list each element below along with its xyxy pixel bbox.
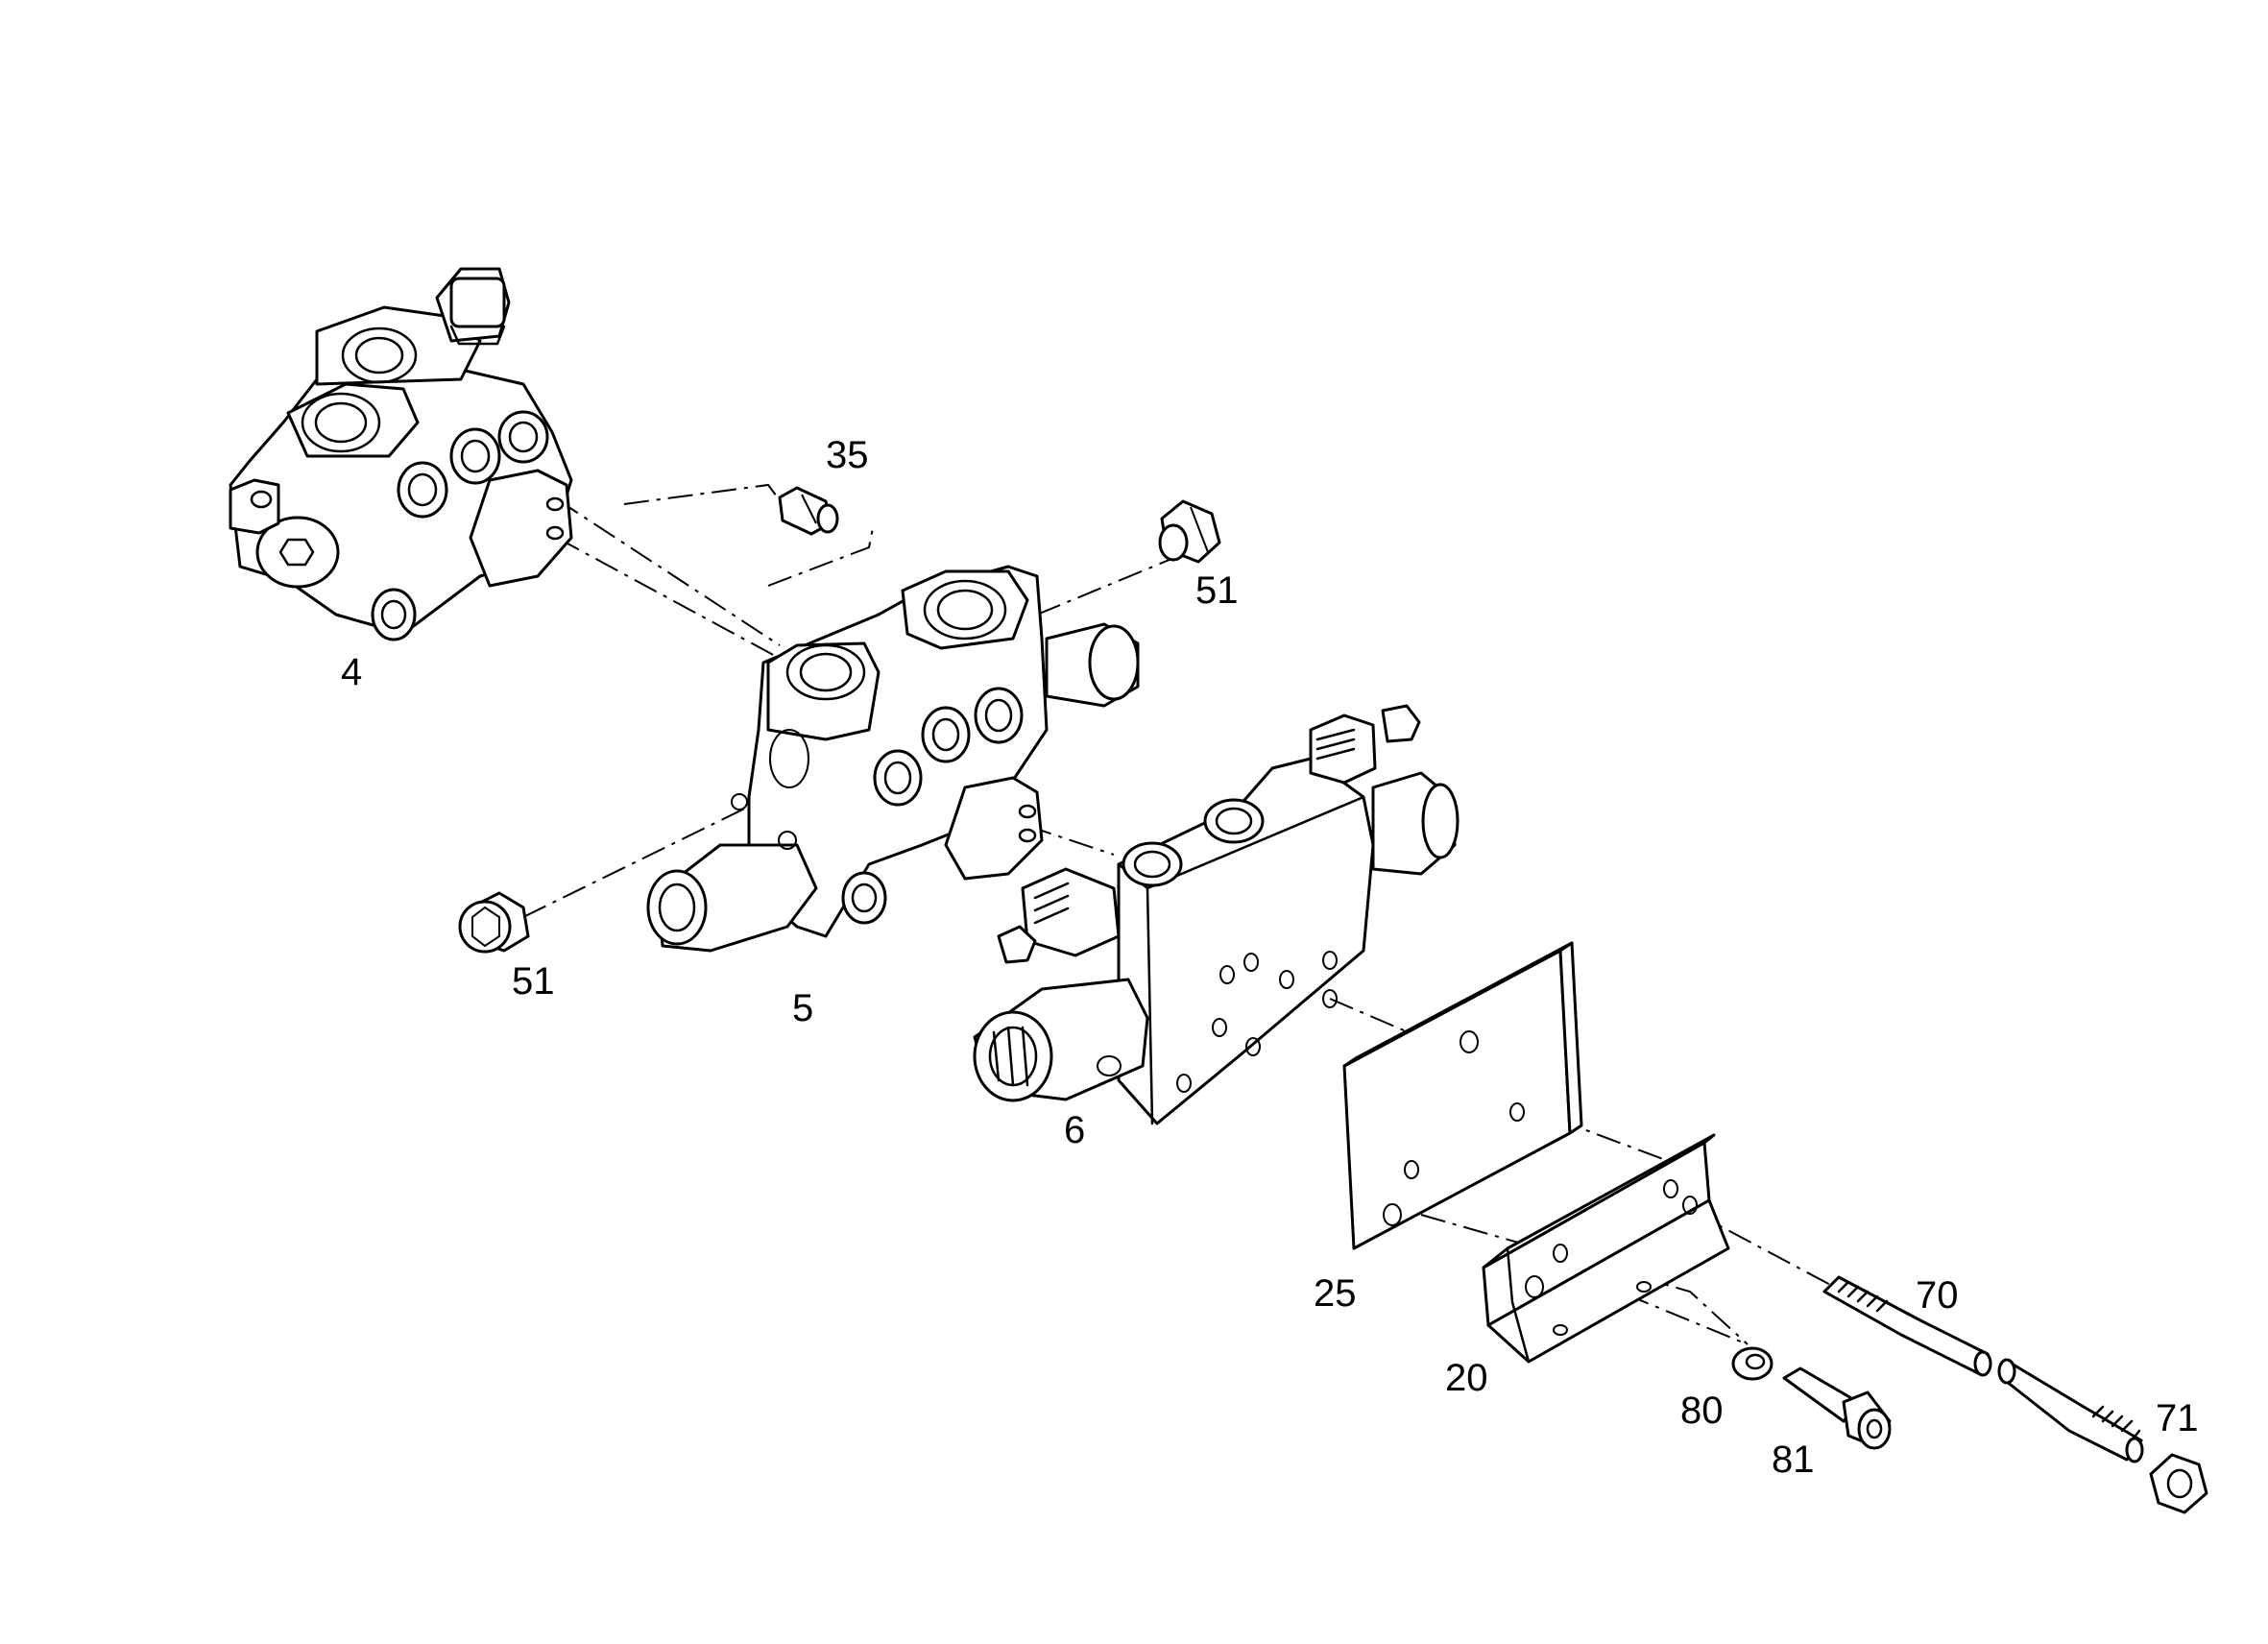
- plug-part-51-top: [1158, 499, 1221, 564]
- mounting-holes: [1176, 951, 1338, 1093]
- plug-part-35: [778, 486, 839, 536]
- washer-part-80: [1731, 1346, 1773, 1381]
- callout-5: 5: [792, 987, 813, 1029]
- hex-nut-part-71: [2149, 1453, 2208, 1514]
- plug-part-51-bottom: [458, 891, 530, 954]
- tie-rod-part-70: [1822, 1275, 2144, 1463]
- cap-screw-part-81: [1782, 1366, 1892, 1450]
- callout-51-bottom: 51: [512, 960, 555, 1003]
- callout-70: 70: [1916, 1274, 1959, 1317]
- callout-20: 20: [1445, 1357, 1488, 1399]
- callout-80: 80: [1680, 1390, 1724, 1432]
- callout-35: 35: [826, 434, 869, 476]
- valve-end-section-part-4: [229, 267, 573, 641]
- callout-labels: 4 35 51 51 5 6 25 20 70 80 81 71: [341, 434, 2199, 1481]
- callout-25: 25: [1314, 1272, 1357, 1315]
- callout-6: 6: [1064, 1109, 1085, 1151]
- solenoid-valve-block-part-6: [973, 704, 1460, 1125]
- callout-51-top: 51: [1195, 569, 1239, 612]
- callout-71: 71: [2156, 1397, 2199, 1439]
- gasket-plate-part-25: [1342, 941, 1583, 1250]
- callout-4: 4: [341, 651, 362, 693]
- angle-bracket-part-20: [1482, 1133, 1730, 1364]
- callout-81: 81: [1772, 1438, 1815, 1481]
- valve-mid-section-part-5: [646, 565, 1140, 953]
